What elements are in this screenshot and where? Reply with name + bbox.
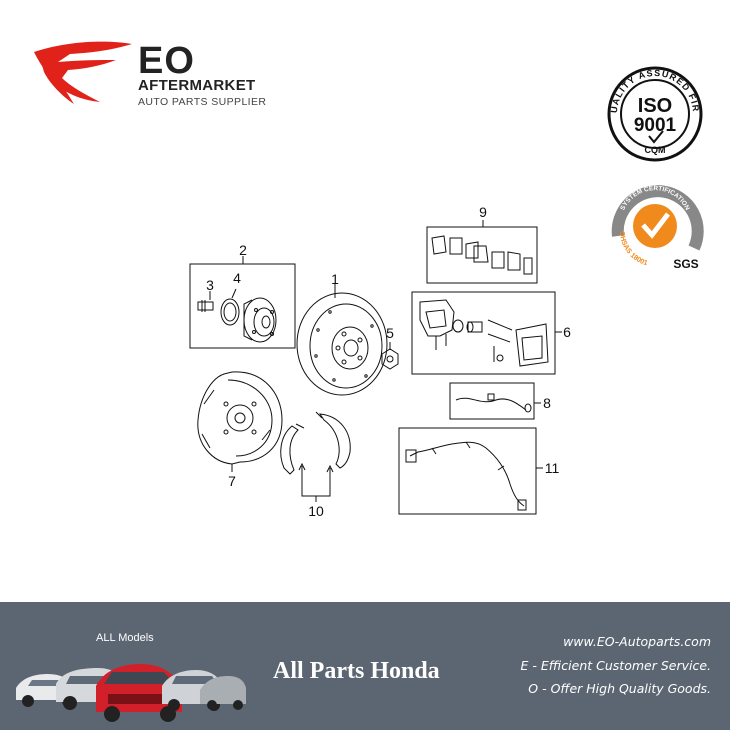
brake-hose-box xyxy=(449,382,535,420)
abs-sensor-box xyxy=(398,427,537,515)
ohsas-sgs-badge: SYSTEM CERTIFICATION OHSAS 18001 SGS xyxy=(611,185,704,271)
abs-sensor-part xyxy=(405,441,527,511)
callout-5: 5 xyxy=(386,325,394,341)
hub-bolt-part xyxy=(197,291,214,312)
brake-disc-part xyxy=(296,284,388,396)
iso-ring-text: QUALITY ASSURED FIRM xyxy=(0,0,701,114)
footer-efficient-line: E - Efficient Customer Service. xyxy=(520,658,711,673)
car-red-sedan-icon xyxy=(96,664,182,722)
callout-labels: 1 2 3 4 5 6 7 8 9 10 11 xyxy=(206,204,571,519)
brake-hose-part xyxy=(455,393,532,413)
callout-6: 6 xyxy=(563,324,571,340)
brand-name: EO xyxy=(138,40,195,82)
backing-plate-part xyxy=(197,371,283,472)
callout-8: 8 xyxy=(543,395,551,411)
callout-11: 11 xyxy=(545,460,560,476)
footer-title: All Parts Honda xyxy=(273,658,440,684)
car-gray-compact-icon xyxy=(200,676,246,710)
callout-10: 10 xyxy=(308,503,324,519)
footer-offer-line: O - Offer High Quality Goods. xyxy=(528,681,711,696)
callout-2: 2 xyxy=(239,242,247,258)
callout-1: 1 xyxy=(331,271,339,287)
check-icon xyxy=(641,212,670,239)
pad-set-box xyxy=(426,226,538,284)
brand-line: AFTERMARKET xyxy=(138,77,256,94)
hub-nut-part xyxy=(381,342,399,370)
iso-9001-badge: QUALITY ASSURED FIRM ISO 9001 CQM xyxy=(0,0,703,162)
iso-main-top: ISO xyxy=(638,95,672,117)
callout-4: 4 xyxy=(233,270,241,286)
brake-shoes-part xyxy=(280,411,351,502)
iso-main-bottom: 9001 xyxy=(634,115,677,136)
all-models-label: ALL Models xyxy=(96,632,154,644)
brake-pads-part xyxy=(431,235,533,275)
eo-logo-icon xyxy=(34,41,132,104)
caliper-box xyxy=(411,291,556,375)
brand-tagline: AUTO PARTS SUPPLIER xyxy=(138,96,267,108)
footer-banner: ALL Models All Parts Honda www.EO-A xyxy=(0,602,730,730)
iso-bottom-text: CQM xyxy=(645,145,666,155)
callout-7: 7 xyxy=(228,473,236,489)
car-lineup-icon xyxy=(16,664,246,722)
check-icon xyxy=(648,130,664,144)
brake-caliper-part xyxy=(419,299,549,367)
callout-9: 9 xyxy=(479,204,487,220)
callout-3: 3 xyxy=(206,277,214,293)
sgs-mark: SGS xyxy=(673,257,698,271)
hub-bearing-part xyxy=(243,297,277,343)
footer-website-link[interactable]: www.EO-Autoparts.com xyxy=(563,634,711,649)
o-ring-part xyxy=(220,288,240,326)
